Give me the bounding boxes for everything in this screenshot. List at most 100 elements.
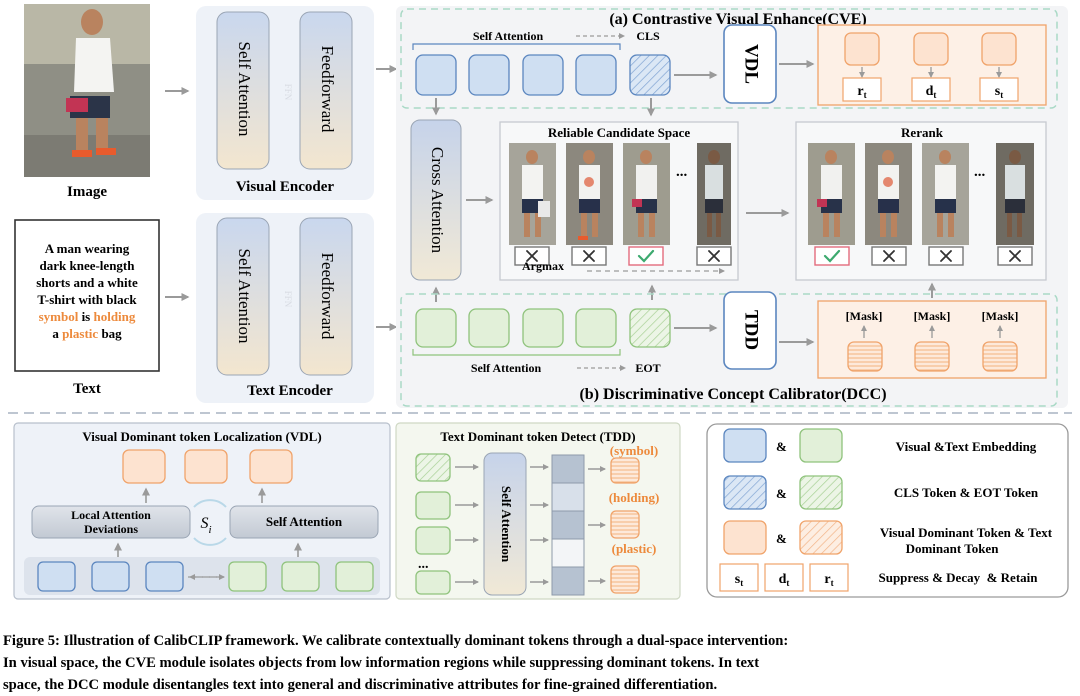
suppress-subscript: t <box>1000 90 1003 100</box>
local-attention-deviations-block <box>31 505 191 539</box>
legend-row-dominant: & Visual Dominant Token & Text Dominant … <box>723 520 1053 556</box>
description-line: T-shirt with black <box>37 292 137 307</box>
description-text: A man wearing dark knee-length shorts an… <box>36 241 138 341</box>
description-connector: is <box>78 309 93 324</box>
vdl-input-tokens <box>37 561 374 592</box>
eot-token <box>415 453 451 482</box>
cve-self-attention-label: Self Attention <box>473 29 544 43</box>
suppress-box <box>979 77 1019 102</box>
attention-score-cell <box>551 538 585 568</box>
si-subscript: i <box>208 524 211 536</box>
legend-visual-embedding-swatch <box>723 428 767 463</box>
cve-self-attention-bracket <box>412 43 621 50</box>
visual-feedforward-block <box>299 11 353 170</box>
mask-label: [Mask] <box>982 309 1019 323</box>
rerank-person-image <box>922 143 969 245</box>
description-prefix: a <box>52 326 62 341</box>
visual-token <box>145 561 184 592</box>
candidate-person-image <box>697 143 731 245</box>
legend-eot-swatch <box>799 475 843 510</box>
suppress-label: st <box>995 84 1003 100</box>
cross-icon <box>940 250 952 262</box>
cross-icon <box>526 250 538 262</box>
image-label: Image <box>67 184 107 200</box>
vdl-panel-title: Visual Dominant token Localization (VDL) <box>82 429 321 444</box>
keyword-symbol: symbol <box>39 309 79 324</box>
cross-attention-block <box>410 119 462 281</box>
mask-label: [Mask] <box>914 309 951 323</box>
retain-label: rt <box>857 84 866 100</box>
cross-icon <box>583 250 595 262</box>
visual-dominant-token <box>122 449 166 484</box>
cls-label: CLS <box>636 29 660 43</box>
decay-box <box>911 77 951 102</box>
legend-decay-box <box>764 563 804 592</box>
tdd-label: TDD <box>741 310 762 350</box>
cve-output-tokens: rt dt st <box>842 32 1019 102</box>
text-token-row <box>415 308 671 348</box>
visual-ffn-watermark: FFN <box>283 84 293 101</box>
visual-self-attention-block <box>216 11 270 170</box>
retain-symbol: r <box>857 84 863 99</box>
candidate-person-image <box>623 143 670 245</box>
cross-icon <box>708 250 720 262</box>
tdd-ellipsis: ... <box>418 557 429 572</box>
tdd-word-label: (symbol) <box>610 443 658 458</box>
legend-suppress-box <box>719 563 759 592</box>
legend-panel <box>706 423 1069 598</box>
visual-dominant-token <box>249 449 293 484</box>
dcc-region <box>400 293 1058 407</box>
description-line: shorts and a white <box>36 275 138 290</box>
text-dominant-token <box>610 565 640 594</box>
vdl-output-tokens <box>122 449 293 484</box>
text-label: Text <box>73 381 101 397</box>
rerank-marks <box>814 246 1033 266</box>
argmax-label: Argmax <box>522 259 564 273</box>
si-label: Si <box>200 515 211 536</box>
description-line: dark knee-length <box>40 258 136 273</box>
visual-dominant-token <box>844 32 880 66</box>
si-cycle-arc <box>193 499 227 508</box>
candidate-ellipsis: ... <box>676 164 688 180</box>
si-cycle-arc <box>193 537 227 546</box>
candidate-images: ... <box>509 143 731 245</box>
legend-label: CLS Token & EOT Token <box>894 485 1039 500</box>
legend-decay-symbol: d <box>779 572 787 587</box>
local-attention-label-line2: Deviations <box>84 522 138 536</box>
legend-visual-dominant-swatch <box>723 520 767 555</box>
legend-suppress-subscript: t <box>740 578 743 588</box>
visual-token <box>37 561 76 592</box>
suppress-symbol: s <box>995 84 1001 99</box>
rerank-person-image <box>996 143 1034 245</box>
legend-text-embedding-swatch <box>799 428 843 463</box>
text-dominant-token <box>610 510 640 539</box>
legend-label: Dominant Token <box>906 541 1000 556</box>
legend-label: Visual Dominant Token & Text <box>880 525 1053 540</box>
visual-encoder-title: Visual Encoder <box>236 179 335 195</box>
attention-score-column <box>551 454 585 596</box>
retain-box <box>842 77 882 102</box>
text-token <box>415 308 457 348</box>
tdd-panel-title: Text Dominant token Detect (TDD) <box>440 429 635 444</box>
attention-score-cell <box>551 566 585 596</box>
retain-subscript: t <box>864 90 867 100</box>
tdd-word-label: (plastic) <box>612 541 657 556</box>
legend-suppress-symbol: s <box>735 572 741 587</box>
dcc-self-attention-label: Self Attention <box>471 361 542 375</box>
legend-row-operations: st dt rt Suppress & Decay & Retain <box>719 563 1038 592</box>
text-token <box>415 491 451 520</box>
si-symbol: S <box>200 515 208 532</box>
description-line-5: symbol is holding <box>39 309 136 324</box>
text-dominant-token <box>847 341 883 372</box>
text-input-box <box>14 219 160 372</box>
eot-token <box>629 308 671 348</box>
attention-score-cell <box>551 510 585 540</box>
input-photo-person <box>66 9 116 157</box>
legend-label: Suppress & Decay & Retain <box>878 570 1038 585</box>
text-ffn-watermark: FFN <box>283 291 293 308</box>
visual-token <box>522 54 564 96</box>
description-line-6: a plastic bag <box>52 326 122 341</box>
text-token <box>415 570 451 595</box>
